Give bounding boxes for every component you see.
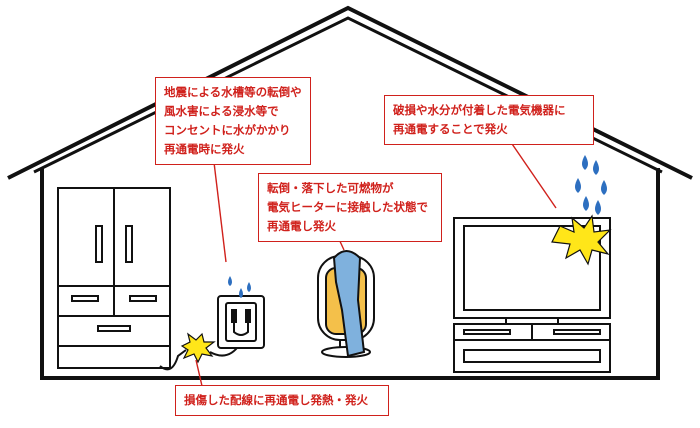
water-drops-tv <box>575 155 607 215</box>
fridge-power-cord <box>159 349 187 371</box>
refrigerator <box>57 187 171 369</box>
callout-appliance: 破損や水分が付着した電気機器に 再通電することで発火 <box>384 95 594 145</box>
towel <box>332 250 366 358</box>
callout-earthquake-line-1: 地震による水槽等の転倒や <box>164 85 302 99</box>
house-roof-outline <box>7 5 693 180</box>
callout-appliance-line-1: 破損や水分が付着した電気機器に <box>393 103 566 117</box>
callout-earthquake-line-4: 再通電時に発火 <box>164 142 245 156</box>
spark-wiring <box>180 332 216 364</box>
callout-heater-line-1: 転倒・落下した可燃物が <box>267 181 394 195</box>
callout-appliance-line-2: 再通電することで発火 <box>393 122 508 136</box>
callout-wiring-line-1: 損傷した配線に再通電し発熱・発火 <box>184 393 368 407</box>
wall-outlet <box>217 295 265 349</box>
callout-earthquake-line-3: コンセントに水がかかり <box>164 123 291 137</box>
spark-tv <box>551 214 612 266</box>
water-drops-outlet <box>228 276 251 298</box>
callout-heater: 転倒・落下した可燃物が 電気ヒーターに接触した状態で 再通電し発火 <box>258 173 442 242</box>
callout-heater-line-3: 再通電し発火 <box>267 219 336 233</box>
callout-pointers <box>195 137 557 387</box>
callout-heater-line-2: 電気ヒーターに接触した状態で <box>267 200 428 214</box>
callout-earthquake-outlet: 地震による水槽等の転倒や 風水害による浸水等で コンセントに水がかかり 再通電時… <box>155 77 311 165</box>
callout-wiring: 損傷した配線に再通電し発熱・発火 <box>175 385 389 416</box>
callout-earthquake-line-2: 風水害による浸水等で <box>164 104 279 118</box>
